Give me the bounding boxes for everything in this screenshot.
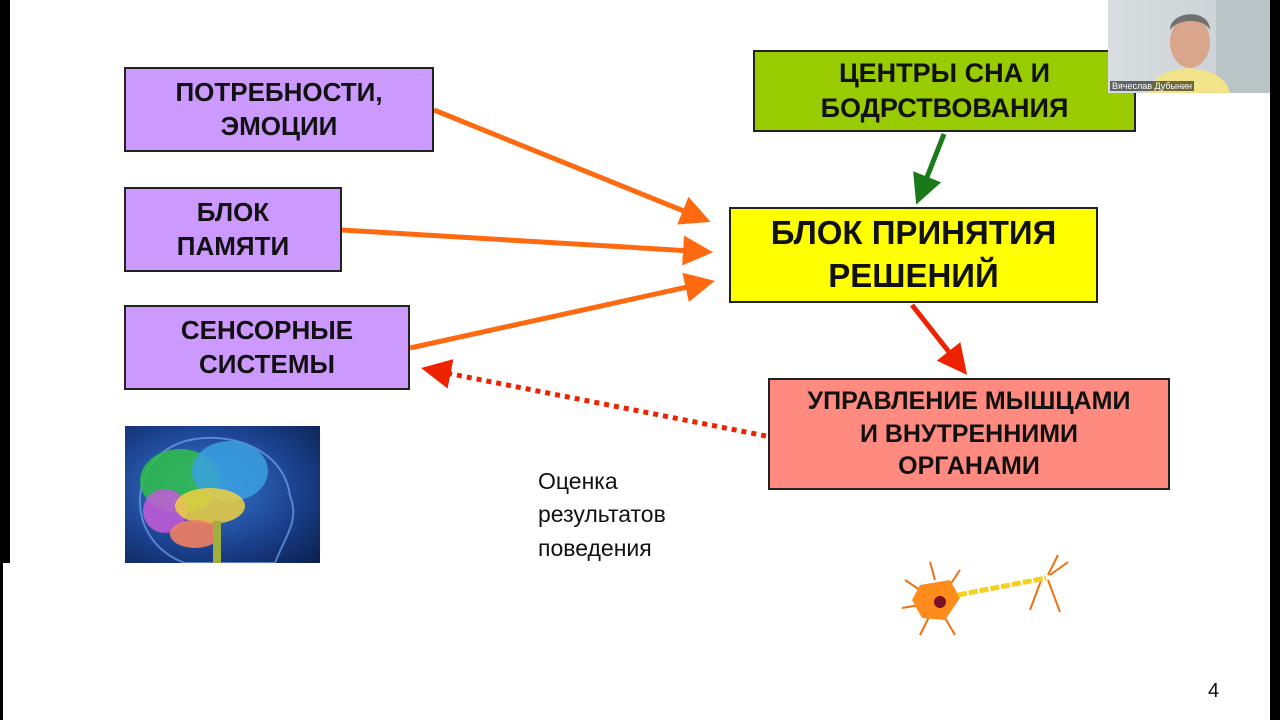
box-text: ПАМЯТИ bbox=[176, 230, 290, 261]
box-text: УПРАВЛЕНИЕ МЫШЦАМИ bbox=[807, 387, 1131, 416]
box-text: БЛОК bbox=[196, 196, 270, 227]
right-letterbox bbox=[1270, 0, 1280, 720]
box-text: СЕНСОРНЫЕ bbox=[180, 314, 354, 345]
box-needs-emotions: ПОТРЕБНОСТИ,ЭМОЦИИ bbox=[124, 67, 434, 152]
box-text: СИСТЕМЫ bbox=[199, 348, 335, 379]
participant-name: Вячеслав Дубынин bbox=[1110, 81, 1194, 91]
participant-video-icon bbox=[1148, 0, 1270, 93]
box-decision-block: БЛОК ПРИНЯТИЯ РЕШЕНИЙ bbox=[729, 207, 1098, 303]
note-text: поведения bbox=[538, 534, 652, 561]
left-letterbox-lower bbox=[0, 563, 3, 720]
note-text: результатов bbox=[538, 501, 666, 528]
box-text: ПОТРЕБНОСТИ, bbox=[175, 76, 383, 107]
feedback-note: Оценка результатов поведения bbox=[538, 465, 666, 565]
box-sleep-wake-centers: ЦЕНТРЫ СНА И БОДРСТВОВАНИЯ bbox=[753, 50, 1136, 132]
box-text: РЕШЕНИЙ bbox=[828, 257, 999, 294]
neuron-icon bbox=[901, 554, 1069, 636]
arrow-feedback-dotted bbox=[421, 359, 767, 439]
box-muscle-organ-control: УПРАВЛЕНИЕ МЫШЦАМИ И ВНУТРЕННИМИ ОРГАНАМИ bbox=[768, 378, 1170, 490]
left-letterbox bbox=[0, 0, 10, 563]
page-number: 4 bbox=[1208, 680, 1220, 702]
box-text: ЦЕНТРЫ СНА И bbox=[838, 57, 1051, 88]
arrow-decision-to-control bbox=[910, 303, 968, 375]
arrow-sleep-to-decision bbox=[913, 133, 947, 205]
brain-icon bbox=[138, 436, 295, 563]
webcam-video-tile[interactable]: Вячеслав Дубынин bbox=[1108, 0, 1270, 93]
box-text: БОДРСТВОВАНИЯ bbox=[820, 93, 1069, 123]
box-text: ЭМОЦИИ bbox=[220, 110, 338, 141]
arrow-memory-to-decision bbox=[341, 227, 713, 266]
arrow-needs-to-decision bbox=[433, 107, 711, 225]
box-text: И ВНУТРЕННИМИ bbox=[859, 419, 1079, 448]
box-text: ОРГАНАМИ bbox=[898, 452, 1040, 481]
arrow-sensory-to-decision bbox=[409, 272, 715, 351]
note-text: Оценка bbox=[538, 468, 618, 494]
brain-illustration bbox=[125, 426, 320, 563]
box-text: БЛОК ПРИНЯТИЯ bbox=[770, 214, 1057, 252]
